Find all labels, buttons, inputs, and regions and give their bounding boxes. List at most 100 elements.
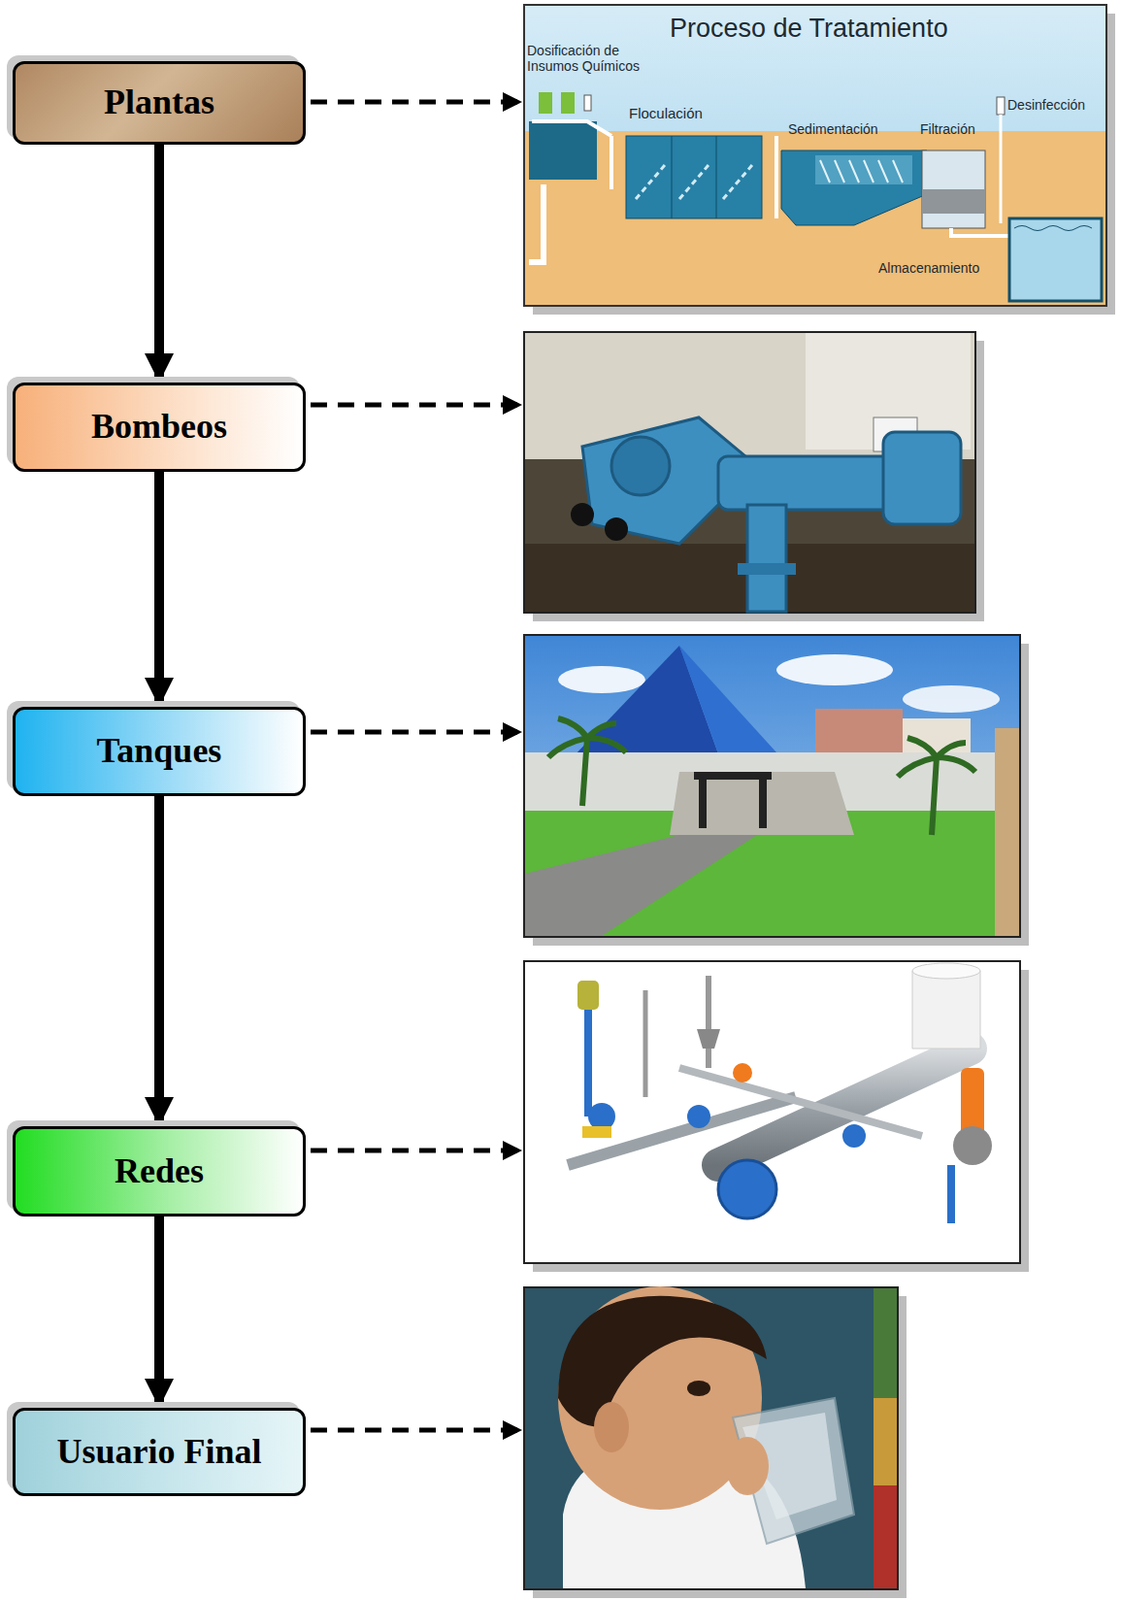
dashed-pointer xyxy=(310,101,523,1430)
treatment-process-picture-part xyxy=(774,135,779,219)
treatment-process-picture-part xyxy=(820,160,903,183)
network-components-picture-part xyxy=(567,1096,796,1165)
child-drinking-photo-part xyxy=(558,1295,767,1427)
tank-park-photo-part xyxy=(558,665,646,693)
network-components-picture-part xyxy=(588,1102,616,1130)
child-drinking-photo-part xyxy=(725,1436,769,1495)
tank-park-photo-part xyxy=(548,718,627,806)
tank-park-photo-part xyxy=(776,654,893,686)
network-components-picture-part xyxy=(947,1164,956,1223)
pump-station-photo-part xyxy=(611,436,670,495)
end-user-box: Usuario Final xyxy=(12,1407,306,1496)
treatment-process-picture-part xyxy=(609,135,614,190)
tank-park-photo-part xyxy=(679,645,777,767)
tank-park-photo-part xyxy=(693,771,772,780)
treatment-process-picture-part xyxy=(528,121,597,180)
stage-label: Sedimentación xyxy=(788,121,879,137)
pump-station-photo-part xyxy=(570,502,594,527)
pump-station-photo-part xyxy=(604,517,628,541)
tank-park-photo-part xyxy=(994,727,1020,936)
treatment-process-picture-part xyxy=(538,92,553,114)
tank-park-photo-part xyxy=(902,685,1000,713)
dashed-pointer-part xyxy=(310,1427,523,1433)
pump-station-photo xyxy=(524,331,985,622)
treatment-process-picture-part xyxy=(815,155,913,185)
child-drinking-photo-part xyxy=(524,1286,898,1589)
stage-label: Dosificación de Insumos Químicos xyxy=(527,42,663,74)
dashed-pointer-part xyxy=(310,99,523,105)
node-label: Redes xyxy=(114,1152,204,1191)
network-components-picture-part xyxy=(679,1067,923,1136)
treatment-process-picture-part xyxy=(922,189,986,214)
treatment-process-picture-part xyxy=(531,121,612,136)
node-label: Tanques xyxy=(97,731,223,771)
node-label: Usuario Final xyxy=(56,1432,262,1472)
tank-park-photo-part xyxy=(897,737,976,835)
network-components-picture-part xyxy=(960,1067,985,1136)
tank-park-photo-part xyxy=(669,771,855,835)
stage-label: Almacenamiento xyxy=(878,260,980,276)
pump-station-photo-part xyxy=(747,504,787,612)
flow-arrow xyxy=(154,144,165,383)
treatment-process-picture-part xyxy=(626,135,762,219)
stage-label: Filtración xyxy=(920,121,976,137)
picture-title: Proceso de Tratamiento xyxy=(669,13,949,44)
network-components-picture-part xyxy=(912,970,981,1049)
treatment-process-picture-part xyxy=(716,135,718,219)
network-components-picture-part xyxy=(524,960,1021,1263)
tank-park-photo-part xyxy=(524,634,1021,937)
stage-label: Floculación xyxy=(628,104,703,122)
tank-park-photo-part xyxy=(698,779,707,828)
child-drinking-photo-part xyxy=(873,1397,897,1485)
network-components-picture-part xyxy=(912,962,981,979)
child-drinking-photo xyxy=(524,1285,907,1598)
network-components-picture-part xyxy=(582,1125,612,1138)
network-components-picture-part xyxy=(577,980,599,1010)
network-components-picture xyxy=(524,960,1029,1272)
tank-box: Tanques xyxy=(12,706,306,796)
dashed-pointer-part xyxy=(310,729,523,735)
treatment-process-picture-part xyxy=(524,4,1107,306)
network-components-picture-part xyxy=(718,1159,777,1219)
child-drinking-photo-part xyxy=(873,1484,897,1588)
network-components-picture-part xyxy=(696,1028,721,1049)
plant-box: Plantas xyxy=(12,61,306,145)
node-label: Plantas xyxy=(103,83,215,123)
treatment-process-picture-part xyxy=(996,97,1005,115)
node-label: Bombeos xyxy=(91,407,228,447)
treatment-process-picture-part xyxy=(999,114,1003,224)
treatment-process-picture xyxy=(524,4,1116,315)
pump-station-photo-part xyxy=(737,562,796,575)
network-components-picture-part xyxy=(842,1123,866,1148)
treatment-process-picture-part xyxy=(584,95,592,111)
tank-park-photo-part xyxy=(572,645,724,767)
treatment-process-picture-part xyxy=(1014,226,1092,231)
tank-park-photo xyxy=(524,634,1029,946)
network-components-picture-part xyxy=(953,1125,992,1165)
network-box: Redes xyxy=(12,1125,306,1217)
flow-arrow xyxy=(154,1216,165,1408)
treatment-process-picture-part xyxy=(1009,218,1102,301)
dashed-pointer-part xyxy=(310,402,523,408)
tank-park-photo-part xyxy=(525,834,758,936)
pump-station-photo-part xyxy=(524,331,976,613)
tank-park-photo-part xyxy=(758,779,767,828)
treatment-process-picture-part xyxy=(951,228,1010,236)
pumping-box: Bombeos xyxy=(12,382,306,472)
treatment-process-picture-part xyxy=(525,131,1106,305)
dashed-pointer-part xyxy=(310,1148,523,1154)
network-components-picture-part xyxy=(705,975,712,1068)
pump-station-photo-part xyxy=(883,431,961,525)
child-drinking-photo-part xyxy=(687,1380,711,1396)
child-drinking-photo-part xyxy=(873,1287,897,1588)
flow-arrow xyxy=(154,471,165,707)
network-components-picture-part xyxy=(584,1009,593,1117)
network-components-picture-part xyxy=(687,1104,711,1128)
pump-station-photo-part xyxy=(718,456,893,510)
stage-label: Desinfección xyxy=(1007,97,1086,113)
treatment-process-picture-part xyxy=(922,150,986,229)
flow-arrow xyxy=(154,795,165,1126)
